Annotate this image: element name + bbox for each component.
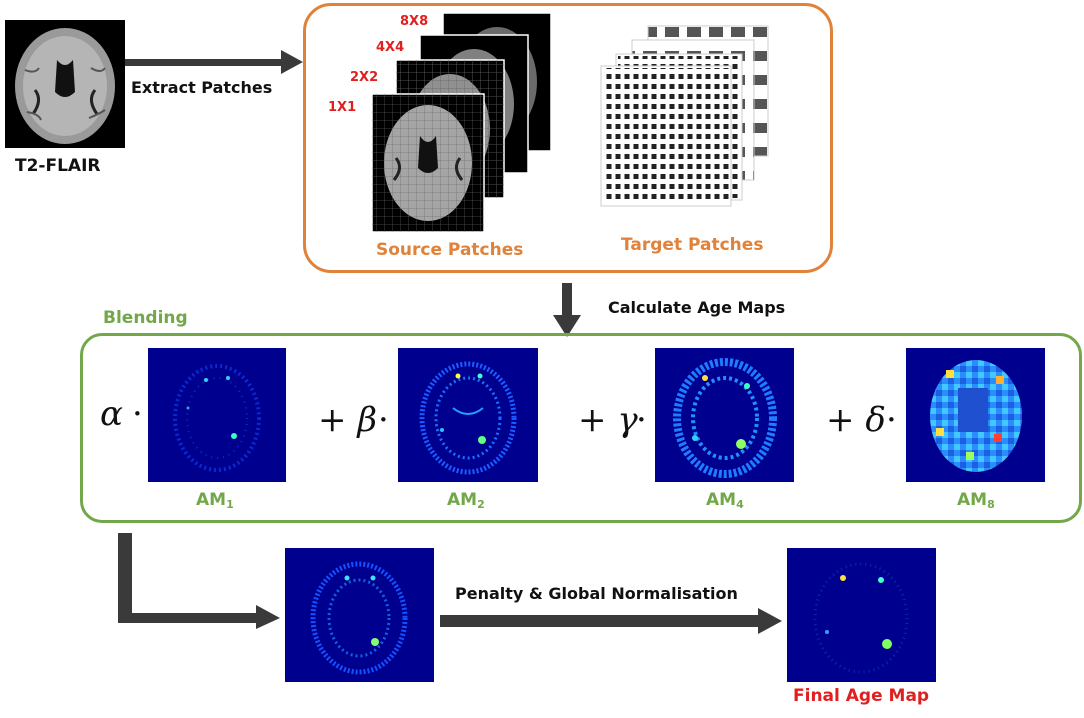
extract-patches-label: Extract Patches <box>131 78 273 97</box>
age-map-1 <box>148 348 286 482</box>
t2-flair-label: T2-FLAIR <box>15 156 101 176</box>
multiply-dot: · <box>132 394 143 434</box>
age-map-4 <box>655 348 794 482</box>
age-map-2 <box>398 348 538 482</box>
plus-beta-coefficient: + β <box>318 400 377 440</box>
multiply-dot: · <box>636 400 647 440</box>
penalty-normalisation-label: Penalty & Global Normalisation <box>455 584 738 603</box>
t2-flair-brain <box>5 20 125 148</box>
age-map-8 <box>906 348 1045 482</box>
am4-label: AM4 <box>706 490 744 511</box>
blended-age-map <box>285 548 434 682</box>
plus-gamma-coefficient: + γ <box>578 400 638 440</box>
target-patches-label: Target Patches <box>621 235 764 255</box>
plus-delta-coefficient: + δ <box>826 400 886 440</box>
final-age-map-label: Final Age Map <box>793 686 930 706</box>
scale-label-8x8: 8X8 <box>400 14 429 29</box>
alpha-coefficient: α <box>100 394 123 434</box>
final-age-map <box>787 548 936 682</box>
extract-arrow <box>125 50 303 74</box>
scale-label-2x2: 2X2 <box>350 70 379 85</box>
t2-flair-image <box>5 20 125 148</box>
target-patches-stack <box>600 25 769 207</box>
source-patches-stack <box>371 12 552 233</box>
blend-result-arrow <box>118 533 280 629</box>
am2-label: AM2 <box>447 490 485 511</box>
calculate-arrow <box>553 283 581 337</box>
scale-label-1x1: 1X1 <box>328 100 357 115</box>
blending-box <box>80 333 1082 523</box>
am8-label: AM8 <box>957 490 995 511</box>
source-patches-label: Source Patches <box>376 240 524 260</box>
penalty-arrow <box>440 608 782 634</box>
am1-label: AM1 <box>196 490 234 511</box>
blending-title: Blending <box>103 308 188 328</box>
multiply-dot: · <box>378 400 389 440</box>
patches-box <box>303 3 833 273</box>
scale-label-4x4: 4X4 <box>376 40 405 55</box>
multiply-dot: · <box>886 400 897 440</box>
calculate-age-maps-label: Calculate Age Maps <box>608 298 786 317</box>
